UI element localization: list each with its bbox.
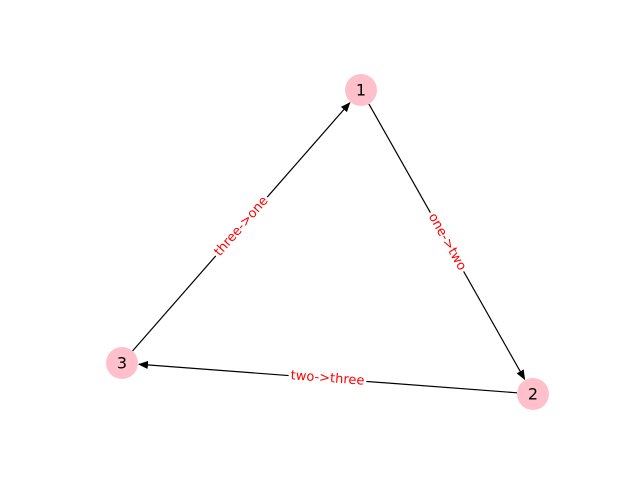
node-circle bbox=[106, 347, 138, 379]
edge-labels-layer: one->two two->three three->one bbox=[209, 191, 472, 390]
node-label: 1 bbox=[356, 81, 366, 100]
edge-label-text: one->two bbox=[425, 211, 469, 274]
edge-label-1-to-2: one->two bbox=[422, 208, 472, 276]
node-1: 1 bbox=[345, 74, 377, 106]
node-2: 2 bbox=[517, 378, 549, 410]
edge-label-text: three->one bbox=[211, 194, 271, 260]
node-circle bbox=[345, 74, 377, 106]
edges-layer bbox=[132, 102, 526, 394]
node-3: 3 bbox=[106, 347, 138, 379]
node-circle bbox=[517, 378, 549, 410]
nodes-layer: 1 2 3 bbox=[106, 74, 549, 410]
edge-label-2-to-3: two->three bbox=[288, 367, 367, 390]
edge-label-text: two->three bbox=[290, 368, 365, 389]
edge-label-3-to-1: three->one bbox=[209, 191, 274, 262]
node-label: 2 bbox=[528, 385, 538, 404]
edge-label-background bbox=[209, 191, 274, 262]
edge-label-background bbox=[422, 208, 472, 276]
edge-label-background bbox=[288, 367, 367, 390]
node-label: 3 bbox=[117, 354, 127, 373]
